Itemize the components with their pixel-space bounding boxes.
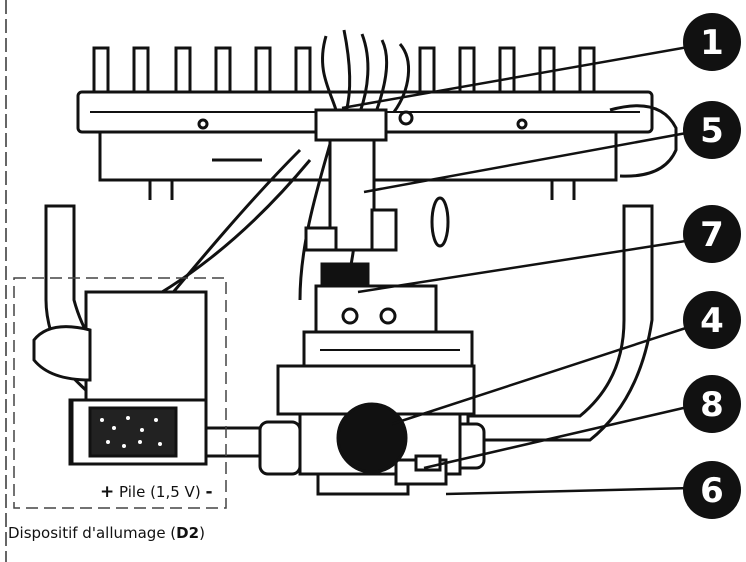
leader-7: [357, 238, 693, 294]
callout-7-number: 7: [700, 215, 724, 255]
ignition-device-caption: Dispositif d'allumage (D2): [8, 524, 205, 542]
leader-lines: [341, 44, 695, 496]
callout-6-number: 6: [700, 471, 724, 511]
ignition-device: [13, 277, 227, 509]
battery-label: Pile (1,5 V): [119, 483, 201, 501]
battery-plus: +: [100, 482, 115, 502]
callout-8-number: 8: [700, 385, 724, 425]
ignition-device-text: Dispositif d'allumage (: [8, 524, 177, 542]
battery-caption: + Pile (1,5 V) -: [96, 482, 217, 502]
ignition-device-code: D2: [176, 524, 200, 542]
callout-8: 8: [683, 375, 741, 433]
callout-4-number: 4: [700, 301, 724, 341]
callout-7: 7: [683, 205, 741, 263]
battery-pattern: [100, 416, 162, 448]
callout-1-number: 1: [700, 23, 724, 63]
gas-valve: [276, 262, 476, 496]
leader-8: [423, 404, 693, 470]
ignition-dashed-frame: [13, 277, 227, 509]
leader-1: [341, 44, 695, 110]
callout-5-number: 5: [700, 111, 724, 151]
callout-5: 5: [683, 101, 741, 159]
leader-5: [363, 130, 693, 194]
leader-4: [391, 324, 693, 426]
callout-1: 1: [683, 13, 741, 71]
burner-jets: [92, 46, 596, 96]
callout-6: 6: [683, 461, 741, 519]
leader-6: [445, 486, 693, 496]
ignition-device-close: ): [199, 524, 205, 542]
callout-4: 4: [683, 291, 741, 349]
pilot-bracket: [304, 108, 450, 252]
battery-minus: -: [205, 482, 213, 502]
callouts: 1 5 7 4 8 6: [683, 13, 741, 519]
